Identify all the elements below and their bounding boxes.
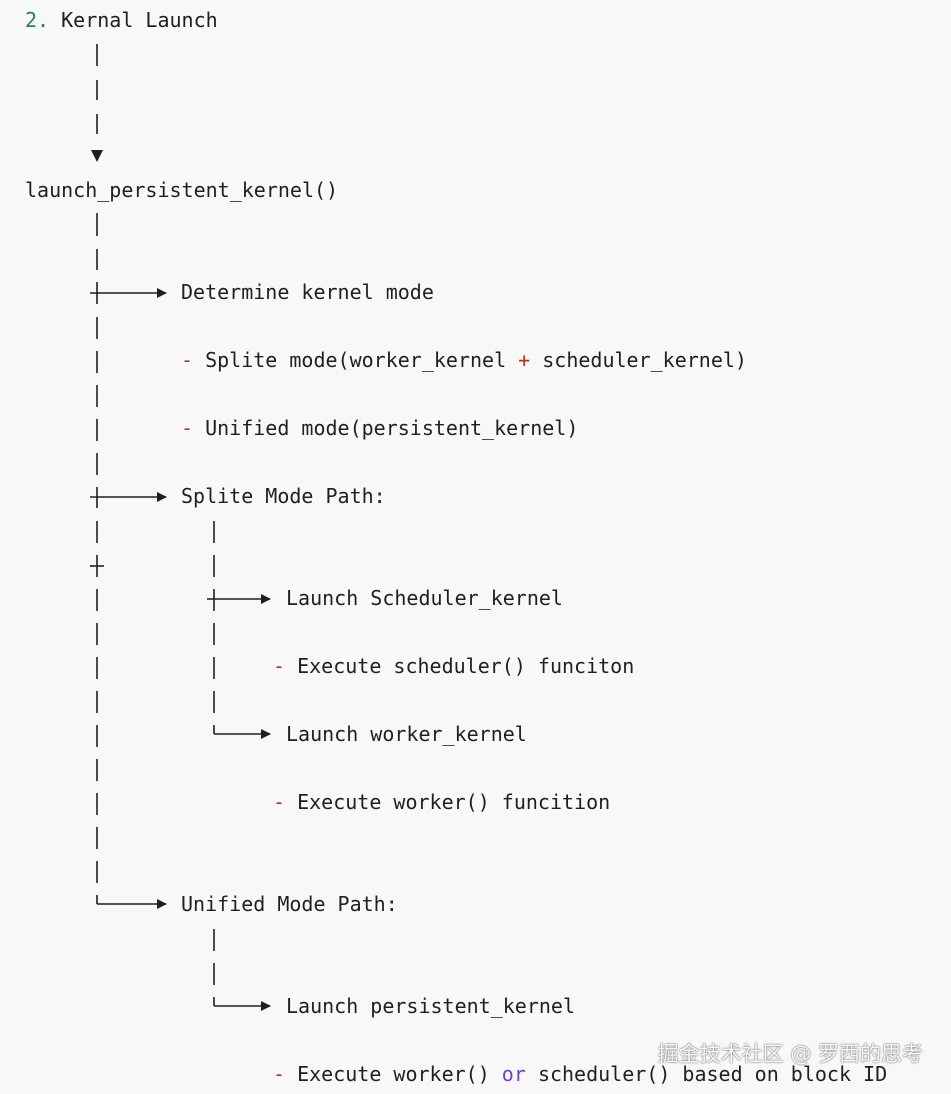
execute-worker-bullet: - Execute worker() funcition xyxy=(273,790,610,814)
plus-operator: + xyxy=(518,348,531,372)
split-mode-bullet: - Splite mode(worker_kernel + scheduler_… xyxy=(181,348,747,372)
determine-mode-label: Determine kernel mode xyxy=(181,280,434,304)
or-keyword: or xyxy=(501,1062,526,1086)
bullet-dash: - xyxy=(273,654,286,678)
down-arrow-icon xyxy=(91,150,103,162)
launch-worker-label: Launch worker_kernel xyxy=(286,722,527,746)
bullet-text: Unified mode(persistent_kernel) xyxy=(205,416,579,440)
bullet-dash: - xyxy=(181,348,194,372)
launch-persistent-label: Launch persistent_kernel xyxy=(286,994,575,1018)
execute-scheduler-bullet: - Execute scheduler() funciton xyxy=(273,654,634,678)
bullet-text: Splite mode(worker_kernel xyxy=(205,348,507,372)
bullet-text: Execute worker() xyxy=(297,1062,490,1086)
bullet-dash: - xyxy=(273,790,286,814)
split-path-label: Splite Mode Path: xyxy=(181,484,386,508)
bullet-text: scheduler() based on block ID xyxy=(537,1062,888,1086)
unified-path-label: Unified Mode Path: xyxy=(181,892,398,916)
bullet-text: scheduler_kernel) xyxy=(542,348,747,372)
heading-text: Kernal Launch xyxy=(61,8,218,32)
bullet-text: Execute scheduler() funciton xyxy=(297,654,635,678)
unified-mode-bullet: - Unified mode(persistent_kernel) xyxy=(181,416,578,440)
launch-scheduler-label: Launch Scheduler_kernel xyxy=(286,586,563,610)
entry-call: launch_persistent_kernel() xyxy=(25,178,339,202)
bullet-text: Execute worker() funcition xyxy=(297,790,611,814)
section-heading: 2. Kernal Launch xyxy=(25,8,218,32)
watermark: 掘金技术社区 @ 罗西的思考 xyxy=(657,1042,923,1066)
bullet-dash: - xyxy=(181,416,194,440)
execute-final-bullet: - Execute worker() or scheduler() based … xyxy=(273,1062,887,1086)
bullet-dash: - xyxy=(273,1062,286,1086)
heading-number: 2. xyxy=(25,8,50,32)
